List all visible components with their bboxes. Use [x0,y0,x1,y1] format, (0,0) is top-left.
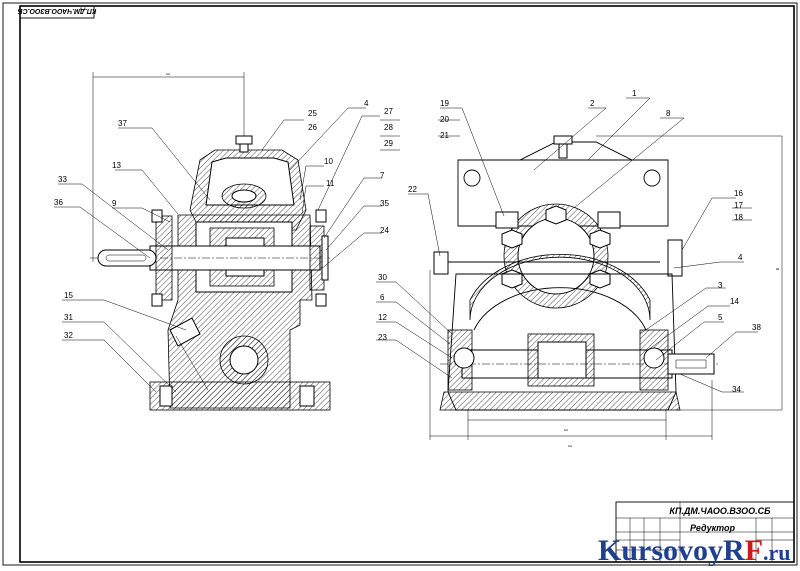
callout-3: 3 [718,281,723,290]
callout-8: 8 [666,109,671,118]
stamp-code: КП.ДМ.ЧАОО.ВЗОО.СБ [669,506,771,516]
callout-31: 31 [64,313,73,322]
callout-20: 20 [440,115,449,124]
stamp-title: Редуктор [690,523,736,533]
callout-33: 33 [58,175,67,184]
callout-1: 1 [632,89,637,98]
callout-21: 21 [440,131,449,140]
callout-36: 36 [54,198,63,207]
svg-text:ш: ш [564,427,567,432]
svg-text:ш: ш [776,266,779,271]
callout-2: 2 [590,99,595,108]
watermark-f: F [745,534,763,566]
callout-25: 25 [308,109,317,118]
callout-35: 35 [380,199,389,208]
watermark-logo: KursovoyRF.ru [596,532,796,567]
callout-7: 7 [380,171,385,180]
callout-18: 18 [734,213,743,222]
callout-32: 32 [64,331,73,340]
top-left-code-box: КП.ДМ.ЧАОО.ВЗОО.СБ [18,5,97,19]
callout-10: 10 [324,157,333,166]
right-view-front-section [433,135,720,411]
watermark-suffix: .ru [763,540,791,565]
callout-27: 27 [384,107,393,116]
callout-16: 16 [734,189,743,198]
callout-37: 37 [118,119,127,128]
right-dimensions: ш ш ш [429,135,783,448]
callout-14: 14 [730,297,739,306]
callout-23: 23 [378,333,387,342]
callout-4-left: 4 [364,99,369,108]
title-block: КП.ДМ.ЧАОО.ВЗОО.СБ Редуктор [615,501,795,563]
callout-13: 13 [112,161,121,170]
callout-12: 12 [378,313,387,322]
svg-text:KursovoyRF.ru: KursovoyRF.ru [598,534,791,566]
right-leaders [376,97,758,393]
right-callout-labels: 19 20 21 2 1 8 22 16 17 18 4 3 14 5 38 3… [378,89,761,394]
callout-15: 15 [64,291,73,300]
callout-24: 24 [380,226,389,235]
svg-text:ш: ш [568,443,571,448]
callout-6: 6 [380,293,385,302]
left-leaders [54,107,382,393]
callout-28: 28 [384,123,393,132]
callout-22: 22 [408,185,417,194]
callout-5: 5 [718,313,723,322]
top-left-code: КП.ДМ.ЧАОО.ВЗОО.СБ [18,7,97,14]
inner-frame [19,5,795,563]
left-view-side-section: ш [90,71,331,411]
callout-26: 26 [308,123,317,132]
watermark-prefix: Kursovoy [598,534,723,566]
callout-29: 29 [384,139,393,148]
svg-text:ш: ш [166,71,169,76]
callout-4-right: 4 [738,253,743,262]
left-callout-labels: 37 13 33 36 9 15 31 32 25 26 4 27 28 29 … [54,99,400,340]
callout-38: 38 [752,323,761,332]
callout-9: 9 [112,199,117,208]
watermark-r: R [723,534,745,566]
callout-17: 17 [734,201,743,210]
callout-34: 34 [732,385,741,394]
callout-11: 11 [326,179,335,188]
callout-19: 19 [440,99,449,108]
callout-30: 30 [378,273,387,282]
